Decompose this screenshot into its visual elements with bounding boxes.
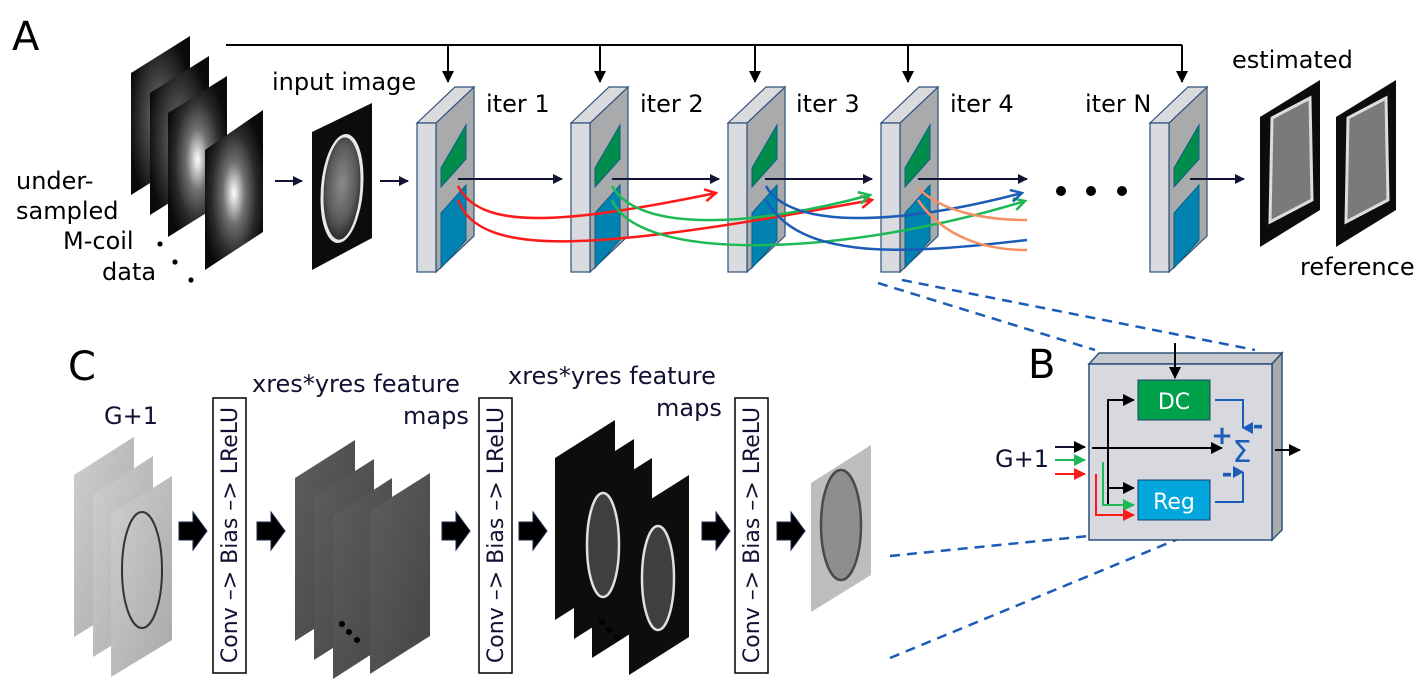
- reg-module: [1173, 183, 1200, 270]
- panel-b-letter: B: [1028, 342, 1055, 388]
- dc-module: [440, 123, 467, 189]
- iteration-label: iter 1: [486, 90, 550, 118]
- layer-label: Conv –> Bias –> LReLU: [484, 407, 509, 663]
- ellipsis-dot: [157, 241, 163, 247]
- iteration-ellipsis-dot: [1117, 186, 1127, 196]
- iteration-label: iter 3: [796, 90, 860, 118]
- undersampled-label: under- sampled M-coil data: [16, 167, 156, 286]
- iteration-label: iter 4: [950, 90, 1014, 118]
- plus-sign: +: [1211, 421, 1233, 451]
- feature-maps-label-2b: maps: [656, 394, 722, 422]
- dc-module: [751, 123, 778, 189]
- c-input-label: G+1: [104, 402, 158, 430]
- feature-maps-label-2: xres*yres feature: [508, 362, 716, 390]
- zoom-guide-lines: [877, 278, 1256, 660]
- undersampled-kspace-stack: [131, 36, 263, 270]
- iteration-ellipsis-dot: [1086, 186, 1096, 196]
- c-output-map: [811, 445, 871, 612]
- reg-block: [1137, 479, 1211, 521]
- ellipsis-dot: [172, 259, 178, 265]
- iteration-label: iter N: [1085, 90, 1151, 118]
- c-layers: Conv –> Bias –> LReLU Conv –> Bias –> LRe…: [178, 397, 806, 674]
- skip-connections: [456, 185, 1028, 252]
- reg-label: Reg: [1153, 490, 1195, 515]
- skip-connection-blue: [764, 199, 1028, 251]
- minus-sign-dc: -: [1253, 411, 1264, 441]
- block-arrow: [256, 510, 286, 552]
- skip-connection-orange: [917, 187, 1028, 222]
- input-image: [312, 103, 372, 270]
- skip-connection-blue: [764, 185, 1022, 220]
- c-feature-maps-2: [555, 420, 689, 675]
- feature-maps-label-1: xres*yres feature: [252, 370, 460, 398]
- panel-a-letter: A: [12, 14, 40, 60]
- kspace-slice: [205, 110, 263, 270]
- undersampled-label-line: sampled: [16, 197, 119, 225]
- conv-bias-lrelu-layer: Conv –> Bias –> LReLU: [478, 397, 513, 674]
- dc-block: [1137, 379, 1211, 421]
- skip-connection-red: [456, 200, 872, 243]
- reference-image: [1336, 80, 1396, 247]
- ellipsis-dot: [188, 277, 194, 283]
- iteration-label: iter 2: [640, 90, 704, 118]
- c-input-maps: [74, 437, 172, 677]
- conv-bias-lrelu-layer: Conv –> Bias –> LReLU: [734, 397, 769, 674]
- block-arrow: [776, 510, 806, 552]
- skip-connection-green: [610, 200, 1025, 247]
- undersampled-label-line: under-: [16, 167, 93, 195]
- layer-label: Conv –> Bias –> LReLU: [218, 407, 243, 663]
- iteration-block: [1148, 85, 1209, 274]
- sum-symbol: Σ: [1233, 435, 1252, 470]
- panel-c-letter: C: [68, 344, 96, 390]
- skip-connection-green: [610, 185, 870, 222]
- dc-label: DC: [1158, 390, 1190, 415]
- undersampled-label-line: data: [102, 258, 156, 286]
- b-internal-routing: [1092, 394, 1301, 521]
- dc-module: [1173, 123, 1200, 189]
- dc-module: [594, 123, 621, 189]
- block-arrow: [518, 510, 548, 552]
- c-feature-maps-1: [295, 440, 430, 679]
- layer-label: Conv –> Bias –> LReLU: [740, 407, 765, 663]
- reference-label: reference: [1300, 253, 1415, 281]
- skip-connection-orange: [916, 199, 1028, 252]
- conv-bias-lrelu-layer: Conv –> Bias –> LReLU: [212, 397, 247, 674]
- skip-connection-red: [456, 185, 716, 220]
- block-arrow: [178, 510, 208, 552]
- feature-maps-label-1b: maps: [403, 402, 469, 430]
- block-arrow: [441, 510, 471, 552]
- iteration-ellipsis-dot: [1056, 186, 1066, 196]
- dc-module: [904, 123, 931, 189]
- estimated-label: estimated: [1232, 46, 1353, 74]
- input-image-label: input image: [272, 68, 416, 96]
- b-input-arrows: [1055, 441, 1086, 480]
- b-input-label: G+1: [995, 445, 1049, 473]
- block-arrow: [701, 510, 731, 552]
- estimated-image: [1260, 80, 1320, 247]
- minus-sign-reg: -: [1222, 459, 1233, 489]
- undersampled-label-line: M-coil: [63, 227, 134, 255]
